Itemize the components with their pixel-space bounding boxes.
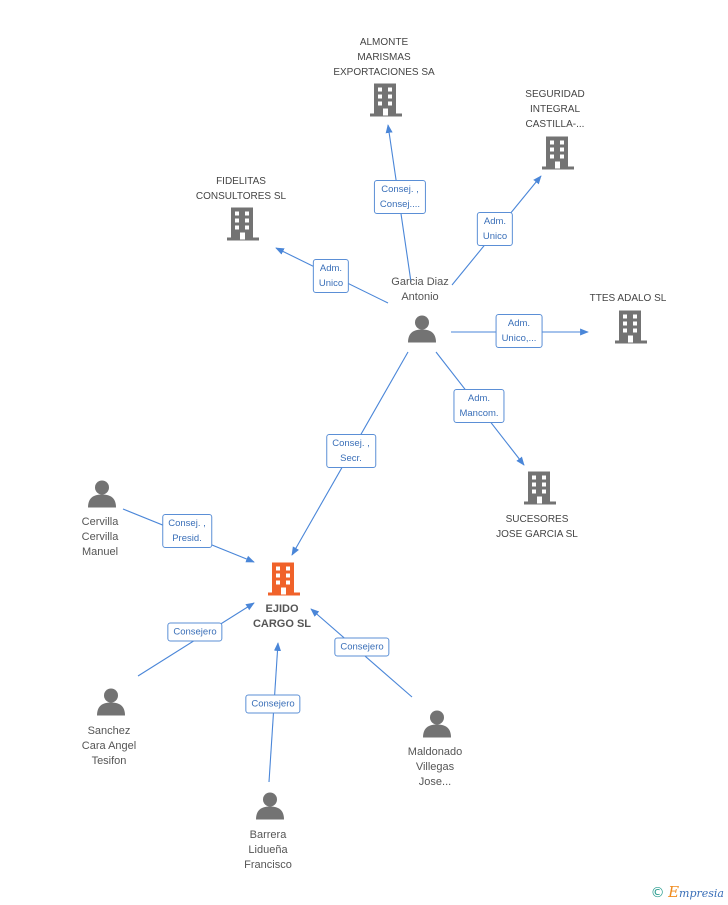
building-icon[interactable] bbox=[370, 82, 404, 123]
relation-label: Adm. Unico bbox=[476, 212, 514, 246]
building-main-icon[interactable] bbox=[268, 561, 302, 602]
relation-label: Consej. , Consej.... bbox=[373, 180, 427, 214]
node-label-sucesores[interactable]: SUCESORES JOSE GARCIA SL bbox=[496, 514, 578, 540]
copyright-icon: © bbox=[650, 885, 665, 901]
brand-footer[interactable]: © Empresia bbox=[651, 883, 724, 901]
relation-label: Adm. Mancom. bbox=[453, 389, 505, 423]
person-icon[interactable] bbox=[422, 709, 452, 744]
relation-label: Consej. , Presid. bbox=[162, 514, 212, 548]
person-icon[interactable] bbox=[96, 687, 126, 722]
person-icon[interactable] bbox=[255, 791, 285, 826]
relation-label: Consej. , Secr. bbox=[326, 434, 376, 468]
brand-initial: E bbox=[668, 883, 680, 901]
person-icon[interactable] bbox=[407, 314, 437, 349]
person-icon[interactable] bbox=[87, 479, 117, 514]
node-label-cervilla[interactable]: Cervilla Cervilla Manuel bbox=[81, 516, 119, 558]
relation-label: Consejero bbox=[245, 694, 301, 714]
building-icon[interactable] bbox=[542, 135, 576, 176]
building-icon[interactable] bbox=[227, 206, 261, 247]
node-label-fidelitas[interactable]: FIDELITAS CONSULTORES SL bbox=[195, 176, 287, 202]
node-label-sanchez[interactable]: Sanchez Cara Angel Tesifon bbox=[81, 725, 137, 767]
building-icon[interactable] bbox=[615, 309, 649, 350]
node-label-almonte[interactable]: ALMONTE MARISMAS EXPORTACIONES SA bbox=[333, 37, 435, 78]
node-label-ttes[interactable]: TTES ADALO SL bbox=[589, 293, 667, 304]
node-label-barrera[interactable]: Barrera Lidueña Francisco bbox=[244, 829, 292, 871]
node-label-seguridad[interactable]: SEGURIDAD INTEGRAL CASTILLA-... bbox=[525, 89, 585, 130]
node-label-main[interactable]: EJIDO CARGO SL bbox=[252, 603, 312, 630]
node-label-garcia[interactable]: Garcia Diaz Antonio bbox=[391, 276, 449, 303]
relation-label: Consejero bbox=[334, 637, 390, 657]
relation-label: Adm. Unico bbox=[312, 259, 350, 293]
relation-label: Consejero bbox=[167, 622, 223, 642]
brand-name: mpresia bbox=[679, 887, 724, 900]
relation-label: Adm. Unico,... bbox=[495, 314, 543, 348]
node-label-maldonado[interactable]: Maldonado Villegas Jose... bbox=[407, 746, 463, 788]
building-icon[interactable] bbox=[524, 470, 558, 511]
